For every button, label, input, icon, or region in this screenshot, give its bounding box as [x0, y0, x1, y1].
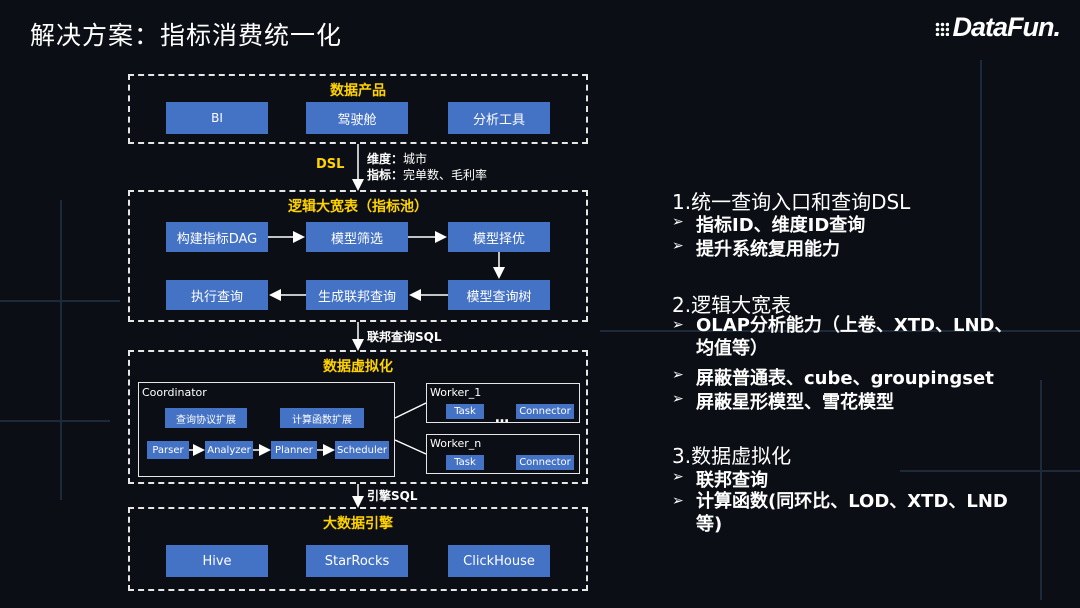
scheduler-node: Scheduler: [335, 441, 389, 459]
worker1-connector: Connector: [516, 404, 574, 419]
bg-line: [600, 330, 1080, 332]
build-dag-node: 构建指标DAG: [166, 222, 268, 252]
data-product-region: 数据产品: [128, 74, 588, 144]
analyzer-node: Analyzer: [205, 441, 253, 459]
section1-item-text: 指标ID、维度ID查询: [696, 215, 866, 236]
logical-table-title: 逻辑大宽表（指标池）: [288, 199, 428, 215]
section3-item: ➢ 联邦查询: [672, 466, 768, 492]
bg-line: [60, 200, 62, 500]
clickhouse-node: ClickHouse: [448, 545, 550, 577]
metric-value: 完单数、毛利率: [403, 168, 488, 182]
dimension-value: 城市: [403, 152, 428, 166]
bullet-arrow-icon: ➢: [672, 391, 684, 407]
workern-box: [426, 434, 580, 474]
logo-text: DataFun.: [952, 12, 1061, 42]
analysis-tool-node: 分析工具: [448, 102, 550, 134]
workern-label: Worker_n: [430, 437, 482, 450]
worker1-box: [426, 383, 580, 423]
section2-item: ➢ 屏蔽普通表、cube、groupingset: [672, 364, 994, 390]
hive-node: Hive: [166, 545, 268, 577]
bi-node: BI: [166, 102, 268, 134]
workern-connector: Connector: [516, 455, 574, 470]
line-coord-to-workern: [394, 439, 427, 455]
logo-dots-icon: [935, 21, 950, 36]
section3-item-text: 联邦查询: [696, 470, 768, 491]
bullet-arrow-icon: ➢: [672, 493, 684, 509]
section1-item: ➢ 指标ID、维度ID查询: [672, 211, 865, 237]
metric-label: 指标：完单数、毛利率: [367, 166, 487, 183]
section1-head: 1.统一查询入口和查询DSL: [672, 190, 911, 214]
workern-task: Task: [446, 455, 484, 470]
metric-key: 指标：: [367, 168, 404, 182]
page-title: 解决方案：指标消费统一化: [30, 21, 343, 50]
bg-line: [0, 420, 110, 422]
section2-item-text: 屏蔽星形模型、雪花模型: [696, 392, 894, 413]
section3-item: ➢ 计算函数(同环比、LOD、XTD、LND等): [672, 490, 1016, 536]
worker1-label: Worker_1: [430, 386, 482, 399]
worker1-task: Task: [446, 404, 484, 419]
execute-query-node: 执行查询: [166, 280, 268, 310]
section1-item: ➢ 提升系统复用能力: [672, 235, 840, 261]
section2-head: 2.逻辑大宽表: [672, 293, 792, 317]
bigdata-region: 大数据引擎: [128, 507, 588, 591]
model-select-node: 模型择优: [448, 222, 550, 252]
gen-federated-node: 生成联邦查询: [306, 280, 408, 310]
logical-table-region: 逻辑大宽表（指标池）: [128, 190, 588, 322]
planner-node: Planner: [271, 441, 317, 459]
model-query-tree-node: 模型查询树: [448, 280, 550, 310]
section2-item-text: OLAP分析能力（上卷、XTD、LND、均值等）: [696, 315, 1013, 359]
coordinator-label: Coordinator: [142, 386, 207, 399]
dimension-label: 维度：城市: [367, 150, 427, 167]
model-filter-node: 模型筛选: [306, 222, 408, 252]
bg-line: [980, 60, 982, 320]
coordinator-box: [138, 382, 395, 477]
section3-item-text: 计算函数(同环比、LOD、XTD、LND等): [696, 491, 1008, 535]
bullet-arrow-icon: ➢: [672, 214, 684, 230]
parser-node: Parser: [147, 441, 189, 459]
virtualization-title: 数据虚拟化: [323, 359, 393, 375]
bigdata-title: 大数据引擎: [323, 516, 393, 532]
virtualization-region: 数据虚拟化: [128, 350, 588, 484]
dimension-key: 维度：: [367, 152, 404, 166]
datafun-logo: DataFun.: [935, 12, 1061, 43]
bullet-arrow-icon: ➢: [672, 469, 684, 485]
bullet-arrow-icon: ➢: [672, 367, 684, 383]
worker-ellipsis: …: [495, 410, 509, 426]
engine-sql-label: 引擎SQL: [367, 489, 418, 503]
bullet-arrow-icon: ➢: [672, 238, 684, 254]
compute-func-ext: 计算函数扩展: [280, 408, 364, 428]
section2-item: ➢ OLAP分析能力（上卷、XTD、LND、均值等）: [672, 314, 1026, 360]
dsl-label: DSL: [316, 157, 345, 172]
query-protocol-ext: 查询协议扩展: [165, 408, 247, 428]
bg-line: [1040, 380, 1042, 600]
data-product-title: 数据产品: [330, 83, 386, 99]
cockpit-node: 驾驶舱: [306, 102, 408, 134]
line-coord-to-worker1: [394, 402, 427, 419]
bg-line: [900, 470, 1080, 472]
federated-sql-label: 联邦查询SQL: [367, 330, 442, 344]
section2-item: ➢ 屏蔽星形模型、雪花模型: [672, 388, 894, 414]
section1-item-text: 提升系统复用能力: [696, 239, 840, 260]
section3-head: 3.数据虚拟化: [672, 444, 792, 468]
section2-item-text: 屏蔽普通表、cube、groupingset: [696, 368, 994, 389]
bullet-arrow-icon: ➢: [672, 317, 684, 333]
starrocks-node: StarRocks: [306, 545, 408, 577]
